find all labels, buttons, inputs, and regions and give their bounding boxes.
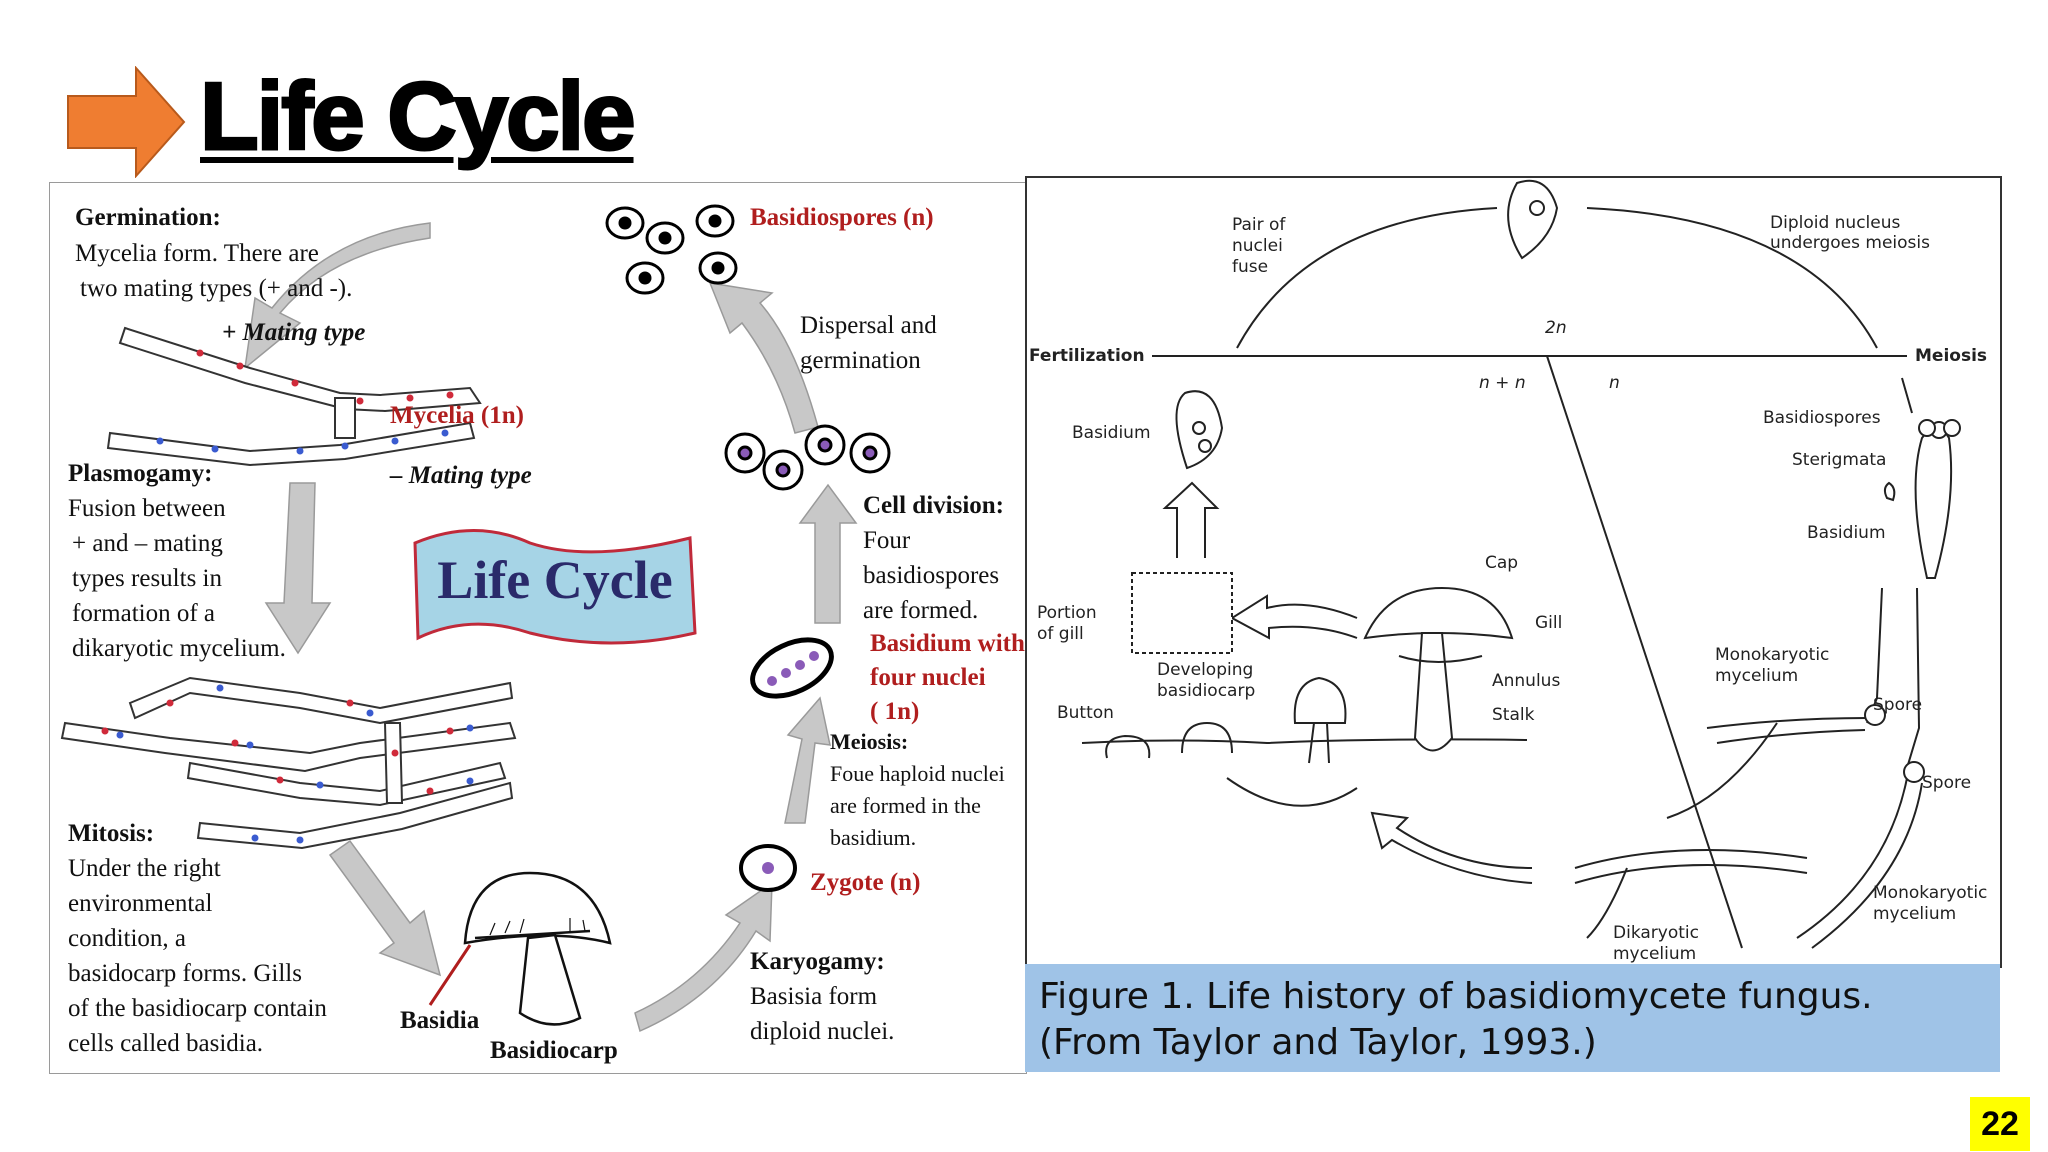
meiosis-label: Meiosis	[1915, 346, 1987, 366]
gill-label: Gill	[1535, 613, 1562, 633]
diploid-line-1: Diploid nucleus	[1770, 213, 1900, 233]
karyogamy-line-2: diploid nuclei.	[750, 1018, 894, 1045]
monokaryotic-top-line-2: mycelium	[1715, 666, 1798, 686]
dikaryotic-line-1: Dikaryotic	[1613, 923, 1699, 943]
monokaryotic-bottom-line-2: mycelium	[1873, 904, 1956, 924]
button-label: Button	[1057, 703, 1114, 723]
left-life-cycle-diagram: Life Cycle Germination: Mycelia form. Th…	[49, 182, 1027, 1074]
plasmogamy-line-1: Fusion between	[68, 495, 226, 522]
dikaryotic-line-2: mycelium	[1613, 944, 1696, 964]
germination-line-1: Mycelia form. There are	[75, 240, 319, 267]
developing-line-2: basidiocarp	[1157, 681, 1255, 701]
basidium-four-nuclei	[750, 637, 834, 699]
page-title: Life Cycle	[199, 62, 638, 172]
right-life-history-diagram: Pair of nuclei fuse Diploid nucleus unde…	[1025, 176, 2002, 968]
badge-label: Life Cycle	[437, 550, 672, 610]
germination-line-2: two mating types (+ and -).	[80, 275, 352, 302]
plus-hyphae	[118, 326, 482, 439]
pair-nuclei-line-3: fuse	[1232, 257, 1268, 277]
plasmogamy-line-2: + and – mating	[72, 530, 223, 557]
plasmogamy-line-3: types results in	[72, 565, 222, 592]
germination-title: Germination:	[75, 204, 221, 231]
mitosis-line-3: condition, a	[68, 925, 186, 952]
plasmogamy-line-4: formation of a	[72, 600, 215, 627]
karyogamy-line-1: Basisia form	[750, 983, 878, 1010]
mitosis-line-4: basidocarp forms. Gills	[68, 960, 302, 987]
cell-division-line-2: basidiospores	[863, 562, 999, 589]
mitosis-title: Mitosis:	[68, 820, 154, 847]
arrow-right-icon	[67, 66, 186, 178]
life-cycle-badge: Life Cycle	[413, 529, 697, 645]
diploid-line-2: undergoes meiosis	[1770, 233, 1930, 253]
basidiospores-label: Basidiospores	[1763, 408, 1881, 428]
pair-nuclei-line-1: Pair of	[1232, 215, 1286, 235]
basidiocarp-mushroom	[428, 871, 612, 1026]
dikaryotic-hyphae	[60, 676, 517, 850]
dispersal-line-2: germination	[800, 347, 921, 374]
meiosis-title: Meiosis:	[830, 729, 908, 754]
zygote	[739, 844, 797, 892]
basidia-label: Basidia	[400, 1007, 480, 1034]
basidium-four-line-2: four nuclei	[870, 664, 986, 691]
mitosis-line-1: Under the right	[68, 855, 221, 882]
n-plus-n-label: n + n	[1479, 373, 1526, 393]
cycle-arrow-right-2	[798, 483, 858, 624]
page-number-badge: 22	[1970, 1097, 2030, 1151]
dispersal-line-1: Dispersal and	[800, 312, 937, 339]
basidium-right-label: Basidium	[1807, 523, 1886, 543]
cycle-arrow-left	[264, 482, 332, 655]
plus-mating-label: + Mating type	[222, 319, 365, 346]
cycle-arrow-lower-left	[328, 839, 442, 977]
cycle-arrow-right-1	[784, 696, 831, 824]
cell-division-title: Cell division:	[863, 492, 1004, 519]
figure-caption: Figure 1. Life history of basidiomycete …	[1025, 964, 2000, 1072]
pair-nuclei-line-2: nuclei	[1232, 236, 1283, 256]
mycelia-label: Mycelia (1n)	[390, 402, 524, 429]
meiosis-line-2: are formed in the	[830, 793, 981, 818]
fertilization-label: Fertilization	[1029, 346, 1145, 366]
cycle-arrow-bottom	[634, 881, 773, 1033]
monokaryotic-top-line-1: Monokaryotic	[1715, 645, 1829, 665]
cap-label: Cap	[1485, 553, 1518, 573]
minus-mating-label: – Mating type	[389, 462, 532, 489]
portion-gill-line-2: of gill	[1037, 624, 1084, 644]
minus-hyphae	[106, 421, 476, 467]
mitosis-line-6: cells called basidia.	[68, 1030, 263, 1057]
meiosis-line-1: Foue haploid nuclei	[830, 761, 1005, 786]
cell-division-line-3: are formed.	[863, 597, 978, 624]
plasmogamy-line-5: dikaryotic mycelium.	[72, 635, 286, 662]
zygote-label: Zygote (n)	[810, 869, 920, 896]
basidium-left-label: Basidium	[1072, 423, 1151, 443]
mitosis-line-2: environmental	[68, 890, 212, 917]
sterigmata-label: Sterigmata	[1792, 450, 1886, 470]
basidium-four-line-1: Basidium with	[870, 630, 1025, 657]
meiosis-line-3: basidium.	[830, 825, 916, 850]
spore-bottom-label: Spore	[1922, 773, 1971, 793]
portion-gill-line-1: Portion	[1037, 603, 1097, 623]
two-n-label: 2n	[1545, 318, 1567, 338]
n-label: n	[1609, 373, 1620, 393]
caption-line-1: Figure 1. Life history of basidiomycete …	[1039, 976, 1873, 1017]
stalk-label: Stalk	[1492, 705, 1535, 725]
karyogamy-title: Karyogamy:	[750, 948, 885, 975]
basidiospores-cluster	[605, 204, 738, 295]
cycle-arrow-top	[243, 222, 431, 370]
caption-line-2: (From Taylor and Taylor, 1993.)	[1039, 1022, 1597, 1063]
annulus-label: Annulus	[1492, 671, 1560, 691]
cell-division-line-1: Four	[863, 527, 911, 554]
basidiocarp-label: Basidiocarp	[490, 1037, 618, 1064]
germinating-spores	[724, 424, 891, 491]
basidiospores-label: Basidiospores (n)	[750, 204, 934, 231]
plasmogamy-title: Plasmogamy:	[68, 460, 212, 487]
monokaryotic-bottom-line-1: Monokaryotic	[1873, 883, 1987, 903]
cycle-arrow-right-3	[708, 282, 819, 434]
mitosis-line-5: of the basidiocarp contain	[68, 995, 327, 1022]
spore-top-label: Spore	[1873, 695, 1922, 715]
basidium-four-line-3: ( 1n)	[870, 698, 919, 725]
developing-line-1: Developing	[1157, 660, 1253, 680]
